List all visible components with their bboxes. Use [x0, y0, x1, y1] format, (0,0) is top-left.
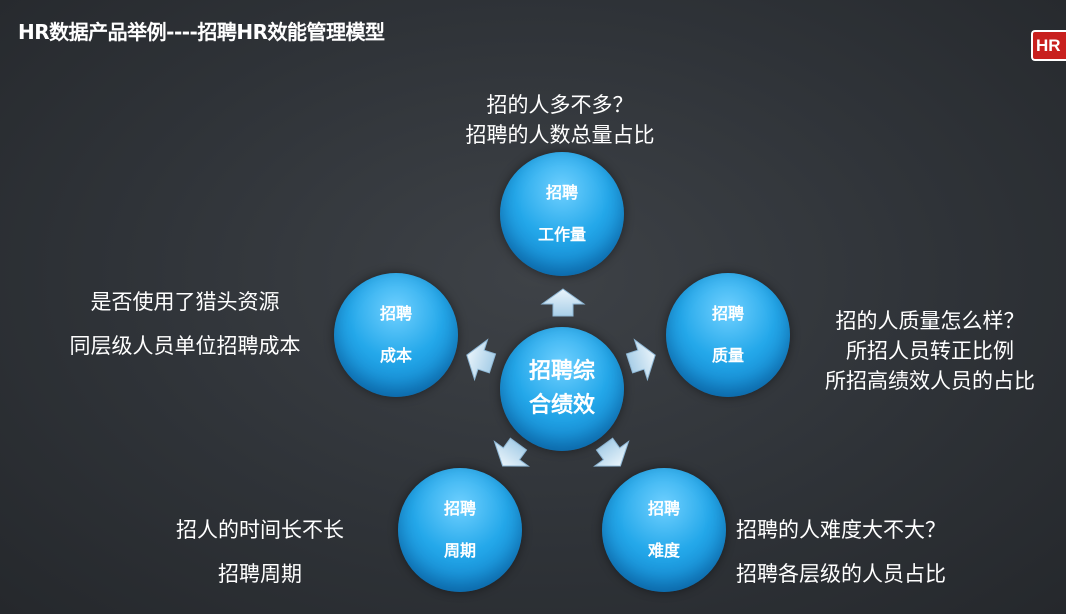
node-workload: 招聘 工作量	[500, 152, 624, 276]
quality-desc: 招的人质量怎么样？ 所招人员转正比例 所招高绩效人员的占比	[800, 306, 1060, 396]
node-cycle-line1: 招聘	[443, 499, 476, 518]
cost-q2: 同层级人员单位招聘成本	[69, 334, 301, 358]
node-quality: 招聘 质量	[666, 273, 790, 397]
node-difficulty-line1: 招聘	[647, 499, 680, 518]
node-cost-line1: 招聘	[379, 304, 412, 323]
node-difficulty-line2: 难度	[647, 541, 680, 560]
page-title: HR数据产品举例----招聘HR效能管理模型	[18, 20, 385, 44]
cost-desc: 是否使用了猎头资源 同层级人员单位招聘成本	[40, 280, 330, 368]
cycle-desc: 招人的时间长不长 招聘周期	[150, 508, 370, 596]
quality-q1: 招的人质量怎么样？	[835, 309, 1025, 333]
cost-q1: 是否使用了猎头资源	[90, 290, 280, 314]
quality-q3: 所招高绩效人员的占比	[825, 369, 1035, 393]
arrow-down-left-icon	[493, 437, 530, 467]
node-cost: 招聘 成本	[334, 273, 458, 397]
difficulty-desc: 招聘的人难度大不大？ 招聘各层级的人员占比	[736, 508, 1066, 596]
workload-q1: 招的人多不多？	[486, 93, 634, 117]
node-quality-line1: 招聘	[711, 304, 744, 323]
difficulty-q2: 招聘各层级的人员占比	[736, 562, 946, 586]
arrow-up-icon	[540, 288, 586, 317]
node-quality-line2: 质量	[711, 346, 744, 365]
arrow-down-right-icon	[593, 437, 630, 467]
hr-logo: HR	[1031, 30, 1066, 61]
workload-desc: 招的人多不多？ 招聘的人数总量占比	[430, 90, 690, 150]
quality-q2: 所招人员转正比例	[846, 339, 1014, 363]
center-circle-overall-performance: 招聘综 合绩效	[500, 327, 624, 451]
node-cycle: 招聘 周期	[398, 468, 522, 592]
node-cycle-line2: 周期	[443, 541, 476, 560]
center-line1: 招聘综	[528, 359, 595, 384]
node-difficulty: 招聘 难度	[602, 468, 726, 592]
cycle-q2: 招聘周期	[218, 562, 302, 586]
arrow-left-icon	[466, 338, 497, 382]
workload-q2: 招聘的人数总量占比	[465, 123, 655, 147]
difficulty-q1: 招聘的人难度大不大？	[736, 518, 946, 542]
node-workload-line1: 招聘	[545, 183, 578, 202]
node-cost-line2: 成本	[379, 346, 412, 365]
center-line2: 合绩效	[528, 393, 595, 418]
cycle-q1: 招人的时间长不长	[176, 518, 344, 542]
node-workload-line2: 工作量	[537, 225, 586, 244]
arrow-right-icon	[625, 338, 656, 382]
